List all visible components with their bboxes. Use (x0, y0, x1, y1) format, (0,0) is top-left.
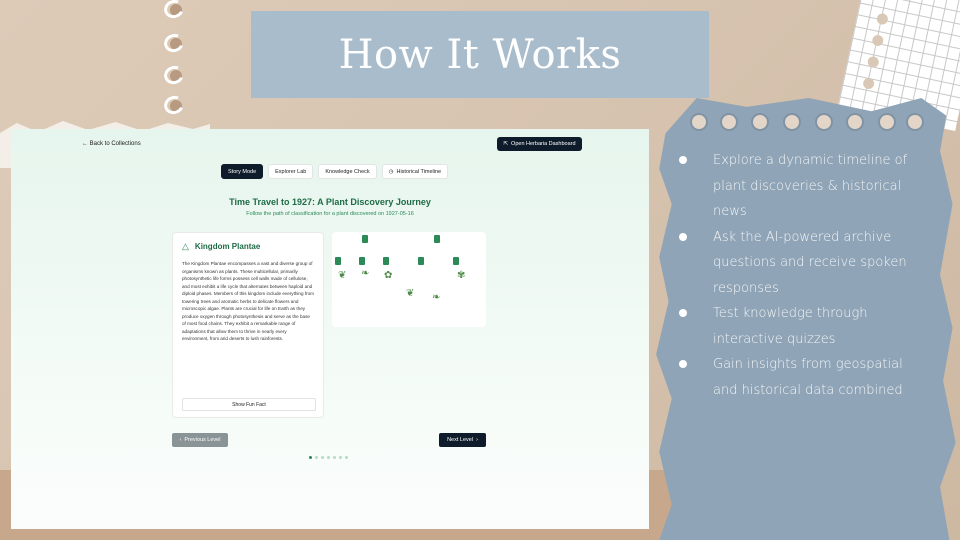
chevron-right-icon: › (476, 437, 478, 443)
pagination-dot[interactable] (327, 456, 330, 459)
tab-label: Historical Timeline (396, 168, 442, 175)
journey-subtitle: Follow the path of classification for a … (246, 211, 414, 217)
panel-ring-icon (783, 113, 801, 131)
show-fun-fact-button[interactable]: Show Fun Fact (182, 398, 316, 411)
panel-ring-icon (751, 113, 769, 131)
plant-leaf-icon: ❦ (338, 270, 347, 281)
bullet-item: Ask the AI-powered archive questions and… (679, 225, 929, 302)
pagination-dot[interactable] (315, 456, 318, 459)
pagination-dot[interactable] (309, 456, 312, 459)
plant-leaf-icon: ❧ (361, 268, 370, 279)
slide-title: How It Works (338, 31, 622, 78)
panel-ring-icon (815, 113, 833, 131)
tree-node (418, 257, 424, 265)
journey-title: Time Travel to 1927: A Plant Discovery J… (229, 197, 431, 207)
plant-flower-icon: ✾ (457, 270, 466, 281)
notebook-rings-decoration (160, 0, 210, 140)
bullet-item: Explore a dynamic timeline of plant disc… (679, 148, 929, 225)
title-banner: How It Works (251, 11, 709, 98)
mode-tabs: Story Mode Explorer Lab Knowledge Check … (221, 164, 449, 179)
tree-node (383, 257, 389, 265)
previous-level-label: Previous Level (184, 437, 221, 443)
pagination-dot[interactable] (333, 456, 336, 459)
previous-level-button[interactable]: ‹ Previous Level (172, 433, 228, 447)
tree-node (335, 257, 341, 265)
panel-ring-icon (720, 113, 738, 131)
clock-icon: ◷ (388, 168, 394, 175)
kingdom-info-card: △ Kingdom Plantae The Kingdom Plantae en… (172, 232, 324, 418)
chevron-left-icon: ‹ (179, 437, 182, 443)
card-title: Kingdom Plantae (194, 242, 261, 251)
panel-ring-icon (846, 113, 864, 131)
tree-node (434, 235, 440, 243)
herbaria-button-label: Open Herbaria Dashboard (511, 141, 576, 147)
pagination-dot[interactable] (321, 456, 324, 459)
card-body: The Kingdom Plantae encompasses a vast a… (182, 261, 315, 341)
pagination-dot[interactable] (345, 456, 348, 459)
next-level-button[interactable]: Next Level › (439, 433, 486, 447)
pagination-dot[interactable] (339, 456, 342, 459)
bullet-list: Explore a dynamic timeline of plant disc… (679, 148, 929, 403)
pagination-dots (309, 456, 348, 459)
bullet-item: Gain insights from geospatial and histor… (679, 352, 929, 403)
panel-ring-icon (878, 113, 896, 131)
open-herbaria-dashboard-button[interactable]: ⇱ Open Herbaria Dashboard (497, 137, 582, 151)
app-screenshot: ← Back to Collections ⇱ Open Herbaria Da… (11, 129, 649, 529)
tab-knowledge-check[interactable]: Knowledge Check (318, 164, 377, 179)
panel-ring-icon (906, 113, 924, 131)
classification-tree-image: ❦ ❧ ✿ ❦ ❧ ✾ (332, 232, 486, 327)
bullet-item: Test knowledge through interactive quizz… (679, 301, 929, 352)
tree-node (359, 257, 365, 265)
external-link-icon: ⇱ (503, 141, 509, 147)
tree-node (453, 257, 459, 265)
back-to-collections-link[interactable]: ← Back to Collections (82, 141, 141, 147)
plant-leaf-icon: ❧ (432, 292, 441, 303)
bullet-panel (656, 98, 956, 540)
tab-historical-timeline[interactable]: ◷ Historical Timeline (381, 164, 449, 179)
plant-leaf-icon: ❦ (406, 288, 415, 299)
next-level-label: Next Level (447, 437, 474, 443)
plant-leaf-icon: ✿ (384, 270, 393, 281)
tree-node (362, 235, 368, 243)
tab-explorer-lab[interactable]: Explorer Lab (268, 164, 314, 179)
panel-ring-icon (690, 113, 708, 131)
tree-icon: △ (182, 241, 189, 251)
tab-story-mode[interactable]: Story Mode (221, 164, 264, 179)
